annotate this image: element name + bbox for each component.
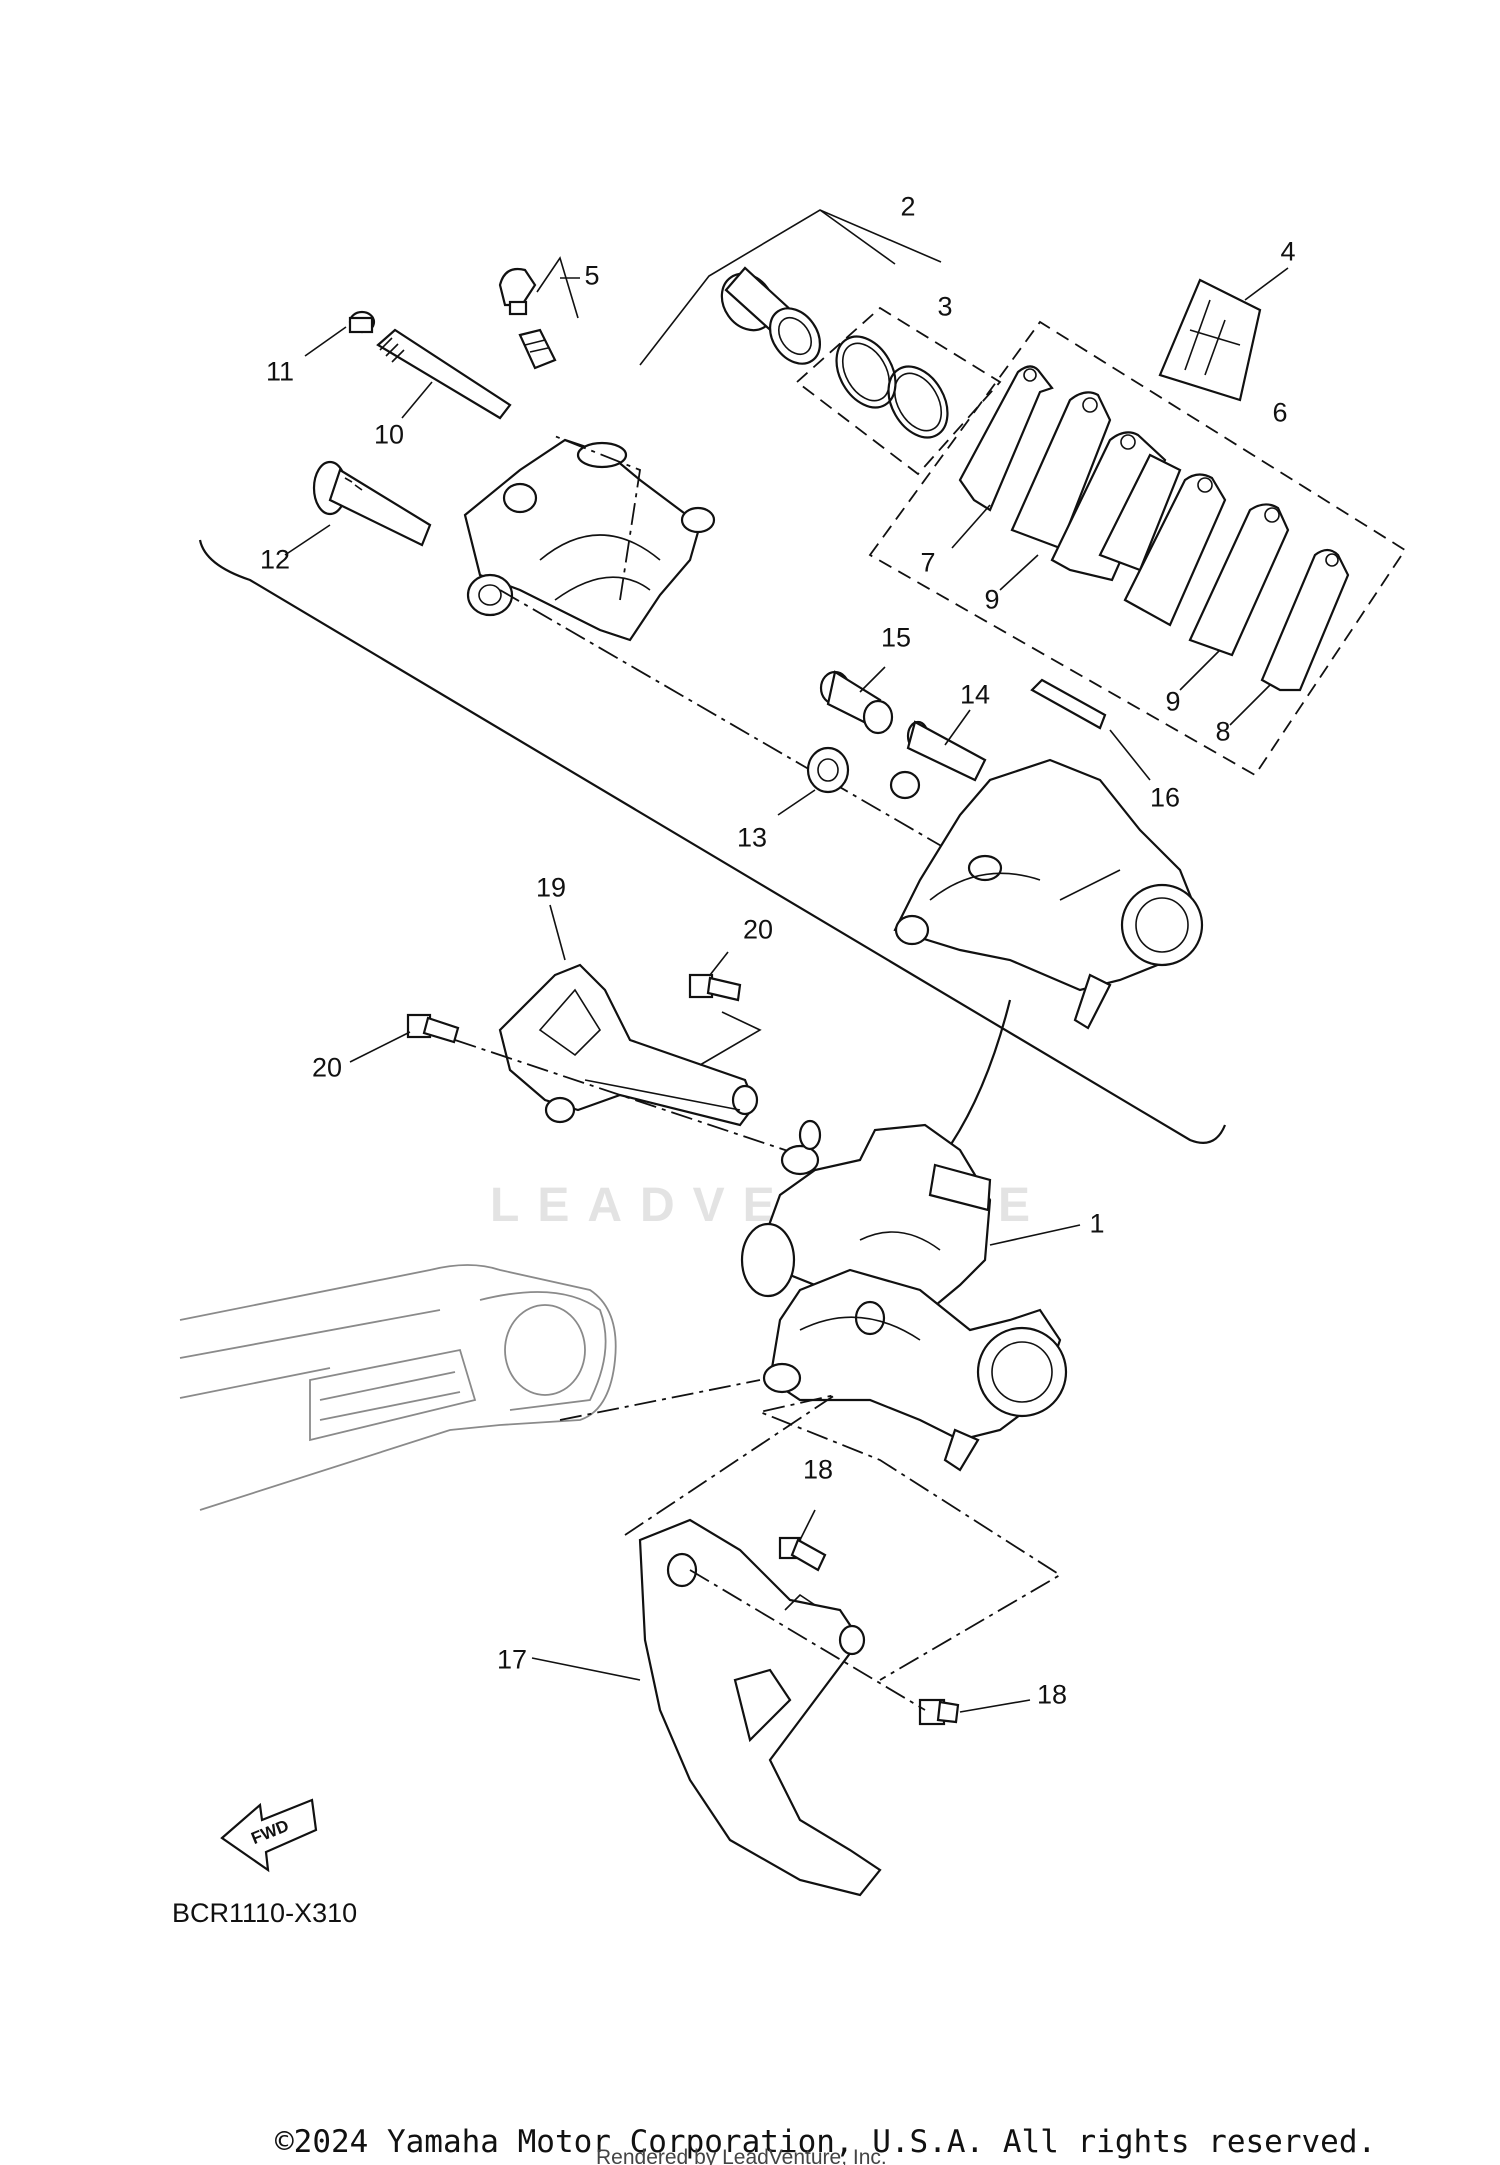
callout-15: 15 (880, 622, 912, 653)
caliper-guard-part (498, 963, 759, 1127)
guard-bolt-part-18b (918, 1698, 960, 1726)
brake-pad-part-right (1123, 473, 1290, 657)
dust-boot-part (806, 746, 850, 794)
callout-9-right: 9 (1165, 686, 1181, 717)
plug-part (348, 310, 376, 334)
diagram-code: BCR1110-X310 (172, 1898, 358, 1928)
callout-6: 6 (1272, 397, 1288, 428)
callout-4: 4 (1280, 236, 1296, 267)
callout-13: 13 (736, 822, 768, 853)
callout-18-upper: 18 (802, 1454, 834, 1485)
pad-retainer-part (1030, 678, 1107, 730)
callout-5: 5 (584, 260, 600, 291)
callout-10: 10 (373, 419, 405, 450)
callout-19: 19 (535, 872, 567, 903)
callout-5-bracket (536, 256, 579, 319)
swingarm-background (179, 1264, 617, 1511)
piston-part (720, 266, 822, 365)
boot-part (819, 670, 894, 735)
pad-shim-part-left (958, 365, 1054, 512)
callout-1: 1 (1089, 1208, 1105, 1239)
guard-bolt-part-left (406, 1013, 460, 1044)
bleed-screw-part (498, 267, 557, 370)
guard-bolt-part-18a (778, 1536, 827, 1572)
caliper-assembly-part (740, 1119, 1068, 1472)
caliper-bolt-part (312, 460, 432, 547)
rendered-by-notice: Rendered by LeadVenture, Inc. (596, 2146, 887, 2165)
slide-pin-part (376, 328, 512, 420)
callout-2: 2 (900, 191, 916, 222)
caliper-guard-lower-part (638, 1518, 882, 1897)
detail-leader-line (939, 999, 1012, 1161)
detail-boundary-line (198, 539, 1227, 1144)
guard-bolt-part-upper (688, 973, 742, 1002)
assembly-line-guard (624, 1394, 1062, 1681)
upper-caliper-body (463, 438, 716, 642)
seal-kit-part (835, 335, 949, 439)
pad-pin-part (906, 720, 987, 782)
callout-18-lower: 18 (1036, 1679, 1068, 1710)
callout-2-leader (819, 209, 896, 265)
brake-pad-part-left (1010, 391, 1182, 582)
seal-kit-box (795, 306, 1002, 476)
assembly-line-upper (551, 434, 641, 601)
callout-17: 17 (496, 1644, 528, 1675)
callout-8: 8 (1215, 716, 1231, 747)
callout-12: 12 (259, 544, 291, 575)
callout-20-upper: 20 (742, 914, 774, 945)
caliper-bracket-detail (889, 758, 1204, 1030)
callout-7: 7 (920, 547, 936, 578)
callout-3: 3 (937, 291, 953, 322)
pad-shim-part-right (1260, 548, 1350, 692)
fwd-arrow-icon (220, 1798, 318, 1873)
callout-16: 16 (1149, 782, 1181, 813)
callout-9-left: 9 (984, 584, 1000, 615)
pad-spring-part (1158, 278, 1262, 402)
callout-2-bracket (639, 209, 942, 366)
callout-11: 11 (265, 356, 295, 387)
callout-20-left: 20 (311, 1052, 343, 1083)
callout-14: 14 (959, 679, 991, 710)
copyright-notice: ©2024 Yamaha Motor Corporation, U.S.A. A… (275, 2124, 1377, 2160)
